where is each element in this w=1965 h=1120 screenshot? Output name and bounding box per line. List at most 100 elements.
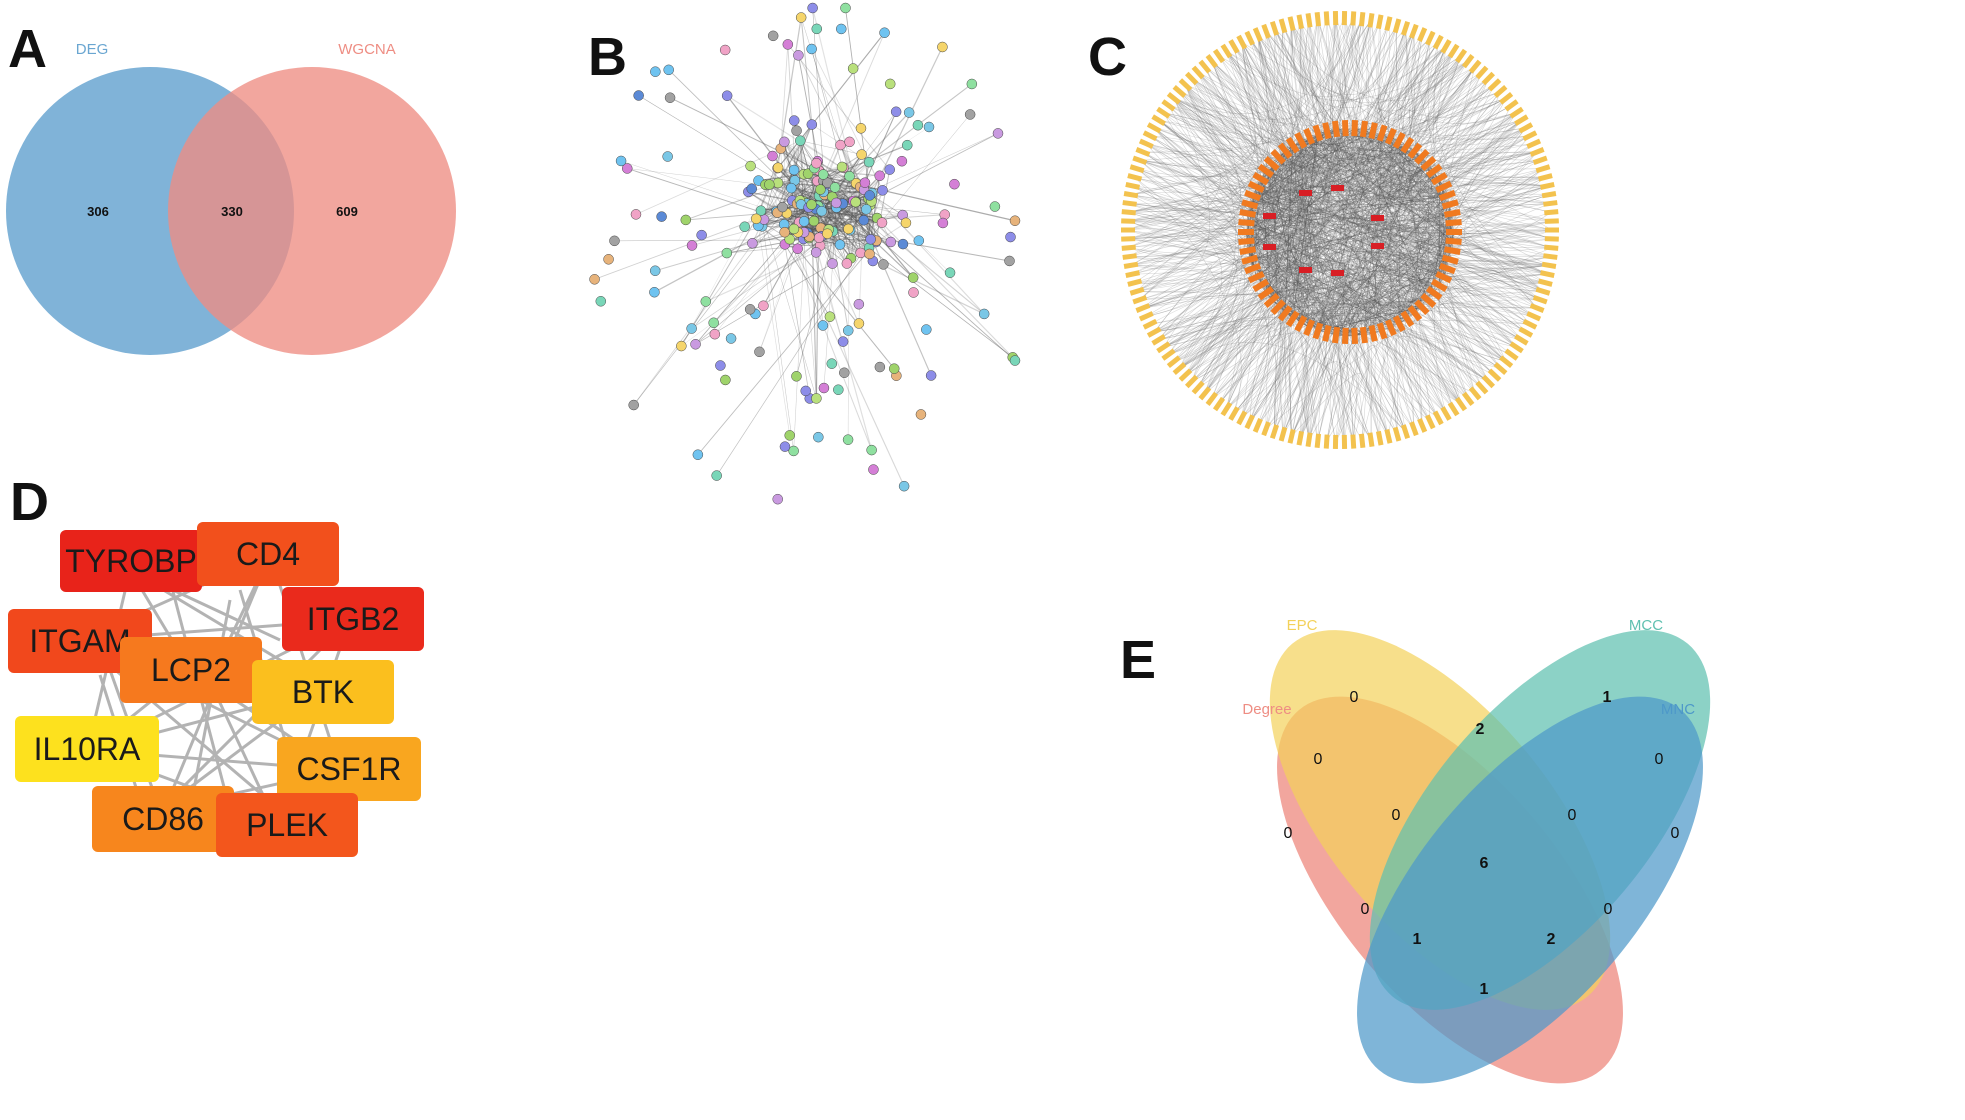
ppi-node	[665, 93, 675, 103]
ppi-node	[773, 163, 783, 173]
hub-gene-btk: BTK	[252, 660, 394, 724]
ppi-node	[779, 137, 789, 147]
outer-node	[1333, 435, 1338, 449]
outer-node	[1526, 311, 1541, 321]
region-degree-mnc: 1	[1480, 981, 1489, 998]
outer-node	[1542, 191, 1557, 198]
region-epc-mcc: 2	[1476, 721, 1485, 738]
outer-node	[1130, 164, 1145, 173]
outer-node	[1384, 16, 1392, 31]
venn-deg-wgcna: DEG WGCNA 306 330 609	[0, 30, 480, 370]
outer-node	[1122, 253, 1137, 260]
outer-node	[1236, 35, 1247, 50]
outer-node	[1125, 182, 1140, 190]
outer-node	[1221, 44, 1233, 58]
outer-node	[1143, 319, 1158, 330]
ppi-node	[924, 122, 934, 132]
outer-node	[1333, 11, 1338, 25]
ppi-node	[650, 266, 660, 276]
ppi-node	[710, 329, 720, 339]
ppi-node	[785, 430, 795, 440]
outer-node	[1350, 434, 1356, 448]
outer-node	[1121, 236, 1135, 242]
ppi-node	[840, 3, 850, 13]
outer-node	[1376, 14, 1384, 29]
ppi-node	[712, 471, 722, 481]
outer-node	[1147, 122, 1162, 133]
outer-node	[1122, 245, 1136, 251]
outer-node	[1288, 16, 1296, 31]
outer-node	[1288, 429, 1296, 444]
ppi-node	[938, 218, 948, 228]
hub-gene-plek: PLEK	[216, 793, 358, 857]
region-epc-only: 0	[1350, 689, 1359, 706]
ppi-node	[859, 215, 869, 225]
ppi-node	[681, 215, 691, 225]
cytohubba-circle-network	[1115, 5, 1565, 455]
ppi-node	[837, 162, 847, 172]
outer-node	[1253, 418, 1263, 433]
ppi-node	[650, 67, 660, 77]
outer-node	[1523, 130, 1538, 141]
outer-node	[1433, 35, 1444, 50]
ppi-node	[811, 247, 821, 257]
ppi-node	[745, 304, 755, 314]
ppi-node	[715, 361, 725, 371]
outer-node	[1253, 27, 1263, 42]
ppi-node	[899, 481, 909, 491]
ppi-node	[865, 249, 875, 259]
ppi-node	[880, 28, 890, 38]
ppi-node	[793, 50, 803, 60]
ppi-node	[609, 236, 619, 246]
outer-node	[1526, 139, 1541, 149]
outer-node	[1367, 13, 1374, 28]
outer-node	[1127, 173, 1142, 181]
outer-node	[1147, 327, 1162, 338]
middle-node	[1342, 120, 1349, 136]
region-degree-epc-mnc: 2	[1547, 931, 1556, 948]
ppi-node	[843, 435, 853, 445]
ppi-node	[836, 140, 846, 150]
ppi-node	[740, 222, 750, 232]
outer-node	[1538, 279, 1553, 287]
ppi-node	[789, 165, 799, 175]
hub-gene-cd4: CD4	[197, 522, 339, 586]
inner-hub-node	[1371, 215, 1384, 221]
outer-node	[1384, 429, 1392, 444]
ppi-node	[885, 165, 895, 175]
ppi-node	[830, 182, 840, 192]
ppi-node	[902, 140, 912, 150]
region-degree-mcc: 0	[1361, 901, 1370, 918]
ppi-node	[1005, 232, 1015, 242]
ppi-node	[926, 371, 936, 381]
ppi-node	[843, 326, 853, 336]
ppi-node	[848, 64, 858, 74]
outer-node	[1124, 191, 1139, 198]
outer-node	[1545, 236, 1559, 242]
ppi-node	[860, 178, 870, 188]
ppi-node	[993, 128, 1003, 138]
ppi-node	[856, 123, 866, 133]
outer-node	[1342, 11, 1347, 25]
ppi-node	[979, 309, 989, 319]
outer-node	[1132, 295, 1147, 304]
ppi-node	[722, 91, 732, 101]
hub-gene-cd86: CD86	[92, 786, 234, 852]
epc-set-label: EPC	[1287, 617, 1318, 634]
outer-node	[1417, 418, 1427, 433]
outer-node	[1530, 303, 1545, 313]
ppi-node	[786, 183, 796, 193]
outer-node	[1545, 228, 1559, 233]
ppi-node	[878, 259, 888, 269]
ppi-node	[793, 244, 803, 254]
inner-hub-node	[1331, 270, 1344, 276]
outer-node	[1509, 107, 1523, 119]
outer-node	[1324, 434, 1330, 448]
ppi-node	[720, 45, 730, 55]
ppi-node	[949, 179, 959, 189]
outer-node	[1127, 279, 1142, 287]
ppi-node	[789, 116, 799, 126]
ppi-node	[866, 234, 876, 244]
outer-node	[1533, 156, 1548, 165]
outer-node	[1518, 122, 1533, 133]
